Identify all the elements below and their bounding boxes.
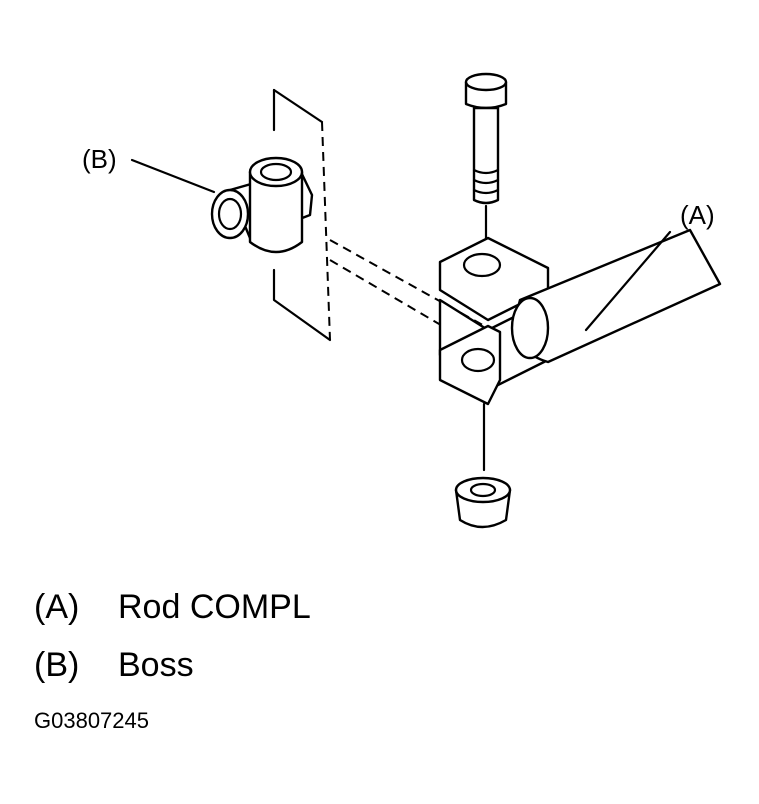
legend-key-b: (B) xyxy=(34,646,80,684)
legend-item-a: (A) Rod COMPL xyxy=(34,588,311,646)
legend-label-a: Rod COMPL xyxy=(118,588,311,626)
legend-label-b: Boss xyxy=(118,646,194,684)
boss-part xyxy=(210,156,314,254)
legend-key-a: (A) xyxy=(34,588,80,626)
callout-label-b: (B) xyxy=(82,144,117,174)
callout-label-a: (A) xyxy=(680,200,715,230)
bolt xyxy=(464,72,508,242)
parts-legend: (A) Rod COMPL (B) Boss xyxy=(34,588,311,704)
callout-leader-b xyxy=(130,158,216,194)
nut xyxy=(454,402,512,529)
rod-compl xyxy=(510,228,722,364)
callout-leader-a xyxy=(584,230,672,332)
legend-item-b: (B) Boss xyxy=(34,646,311,704)
figure-code: G03807245 xyxy=(34,708,149,733)
rod-boss-assembly-diagram xyxy=(130,72,722,529)
